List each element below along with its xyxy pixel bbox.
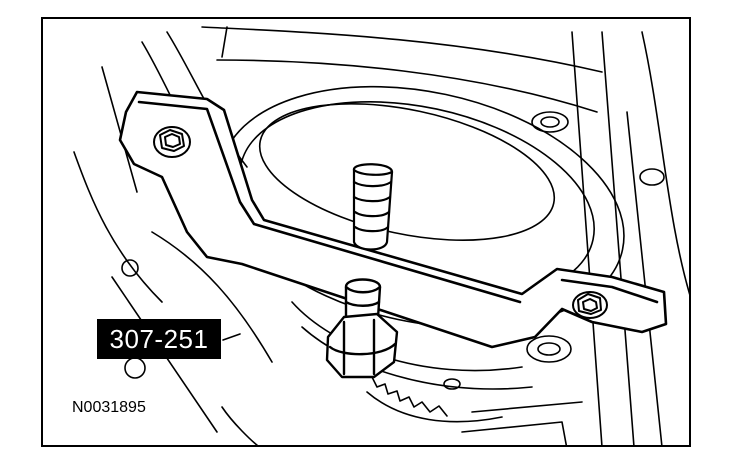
forcing-screw xyxy=(325,278,399,379)
threaded-rod xyxy=(352,163,394,251)
figure-id: N0031895 xyxy=(72,399,146,416)
mounting-bosses xyxy=(121,111,665,390)
bracket-bolts xyxy=(153,126,608,319)
gear-teeth xyxy=(366,376,503,423)
technical-illustration xyxy=(73,26,689,445)
tool-number-label: 307-251 xyxy=(97,319,221,359)
remover-bracket xyxy=(118,90,668,349)
tool-label-leader xyxy=(222,333,241,341)
illustration-frame xyxy=(41,17,691,447)
